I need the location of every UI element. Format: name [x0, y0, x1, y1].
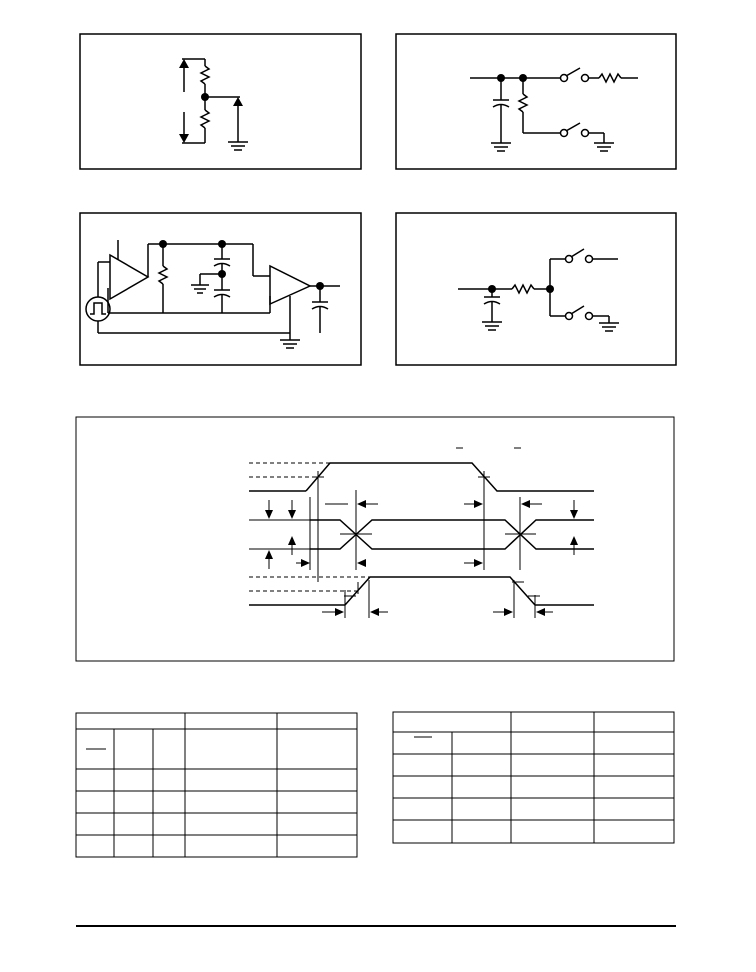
arrow-down-icon — [179, 112, 189, 143]
resistor-icon — [598, 72, 622, 84]
arrow-right-icon — [296, 559, 310, 567]
arrow-up-icon — [288, 536, 296, 555]
figure-2-frame — [395, 33, 677, 170]
arrow-down-icon — [265, 500, 273, 519]
resistor-icon — [517, 78, 561, 134]
ground-icon — [228, 130, 248, 151]
resistor-icon — [157, 244, 169, 313]
capacitor-icon — [483, 289, 501, 322]
arrow-down-icon — [570, 500, 578, 519]
right-table — [392, 711, 675, 844]
capacitor-icon — [213, 244, 231, 274]
arrow-up-icon — [233, 97, 243, 130]
arrow-right-icon — [322, 608, 344, 616]
left-table — [75, 712, 358, 858]
figure-4-frame — [395, 212, 677, 366]
arrow-up-icon — [179, 59, 189, 92]
figure-2-switch-network — [395, 33, 677, 170]
switch-icon — [559, 67, 590, 83]
arrow-down-icon — [288, 500, 296, 519]
ground-icon — [599, 316, 619, 332]
arrow-left-icon — [357, 559, 366, 567]
timing-diagram — [75, 416, 675, 662]
arrow-left-icon — [521, 500, 542, 508]
ground-icon — [280, 339, 300, 349]
arrow-up-icon — [265, 550, 273, 569]
arrow-left-icon — [536, 608, 553, 616]
ground-icon — [191, 274, 209, 294]
opamp-icon — [269, 264, 312, 306]
figure-1-voltage-divider — [79, 33, 362, 170]
arrow-right-icon — [493, 608, 513, 616]
arrow-left-icon — [370, 608, 388, 616]
timing-diagram-frame — [75, 416, 675, 662]
switch-icon — [559, 122, 590, 138]
arrow-up-icon — [570, 536, 578, 555]
ground-icon — [482, 321, 502, 331]
arrow-right-icon — [464, 500, 483, 508]
figure-4-rc-switches — [395, 212, 677, 366]
resistor-icon — [511, 283, 535, 295]
ground-icon — [594, 133, 614, 152]
ground-icon — [491, 142, 511, 152]
opamp-icon — [109, 253, 150, 301]
switch-icon — [564, 305, 594, 321]
capacitor-icon — [311, 286, 329, 333]
resistor-icon — [199, 59, 211, 97]
switch-icon — [564, 248, 594, 264]
arrow-right-icon — [464, 559, 483, 567]
pulse-source-icon — [85, 296, 111, 322]
capacitor-icon — [213, 274, 231, 313]
resistor-icon — [199, 97, 211, 143]
figure-1-frame — [79, 33, 362, 170]
figure-3-amplifier-circuit — [79, 212, 362, 366]
figure-3-frame — [79, 212, 362, 366]
capacitor-icon — [492, 78, 510, 143]
arrow-left-icon — [357, 500, 378, 508]
